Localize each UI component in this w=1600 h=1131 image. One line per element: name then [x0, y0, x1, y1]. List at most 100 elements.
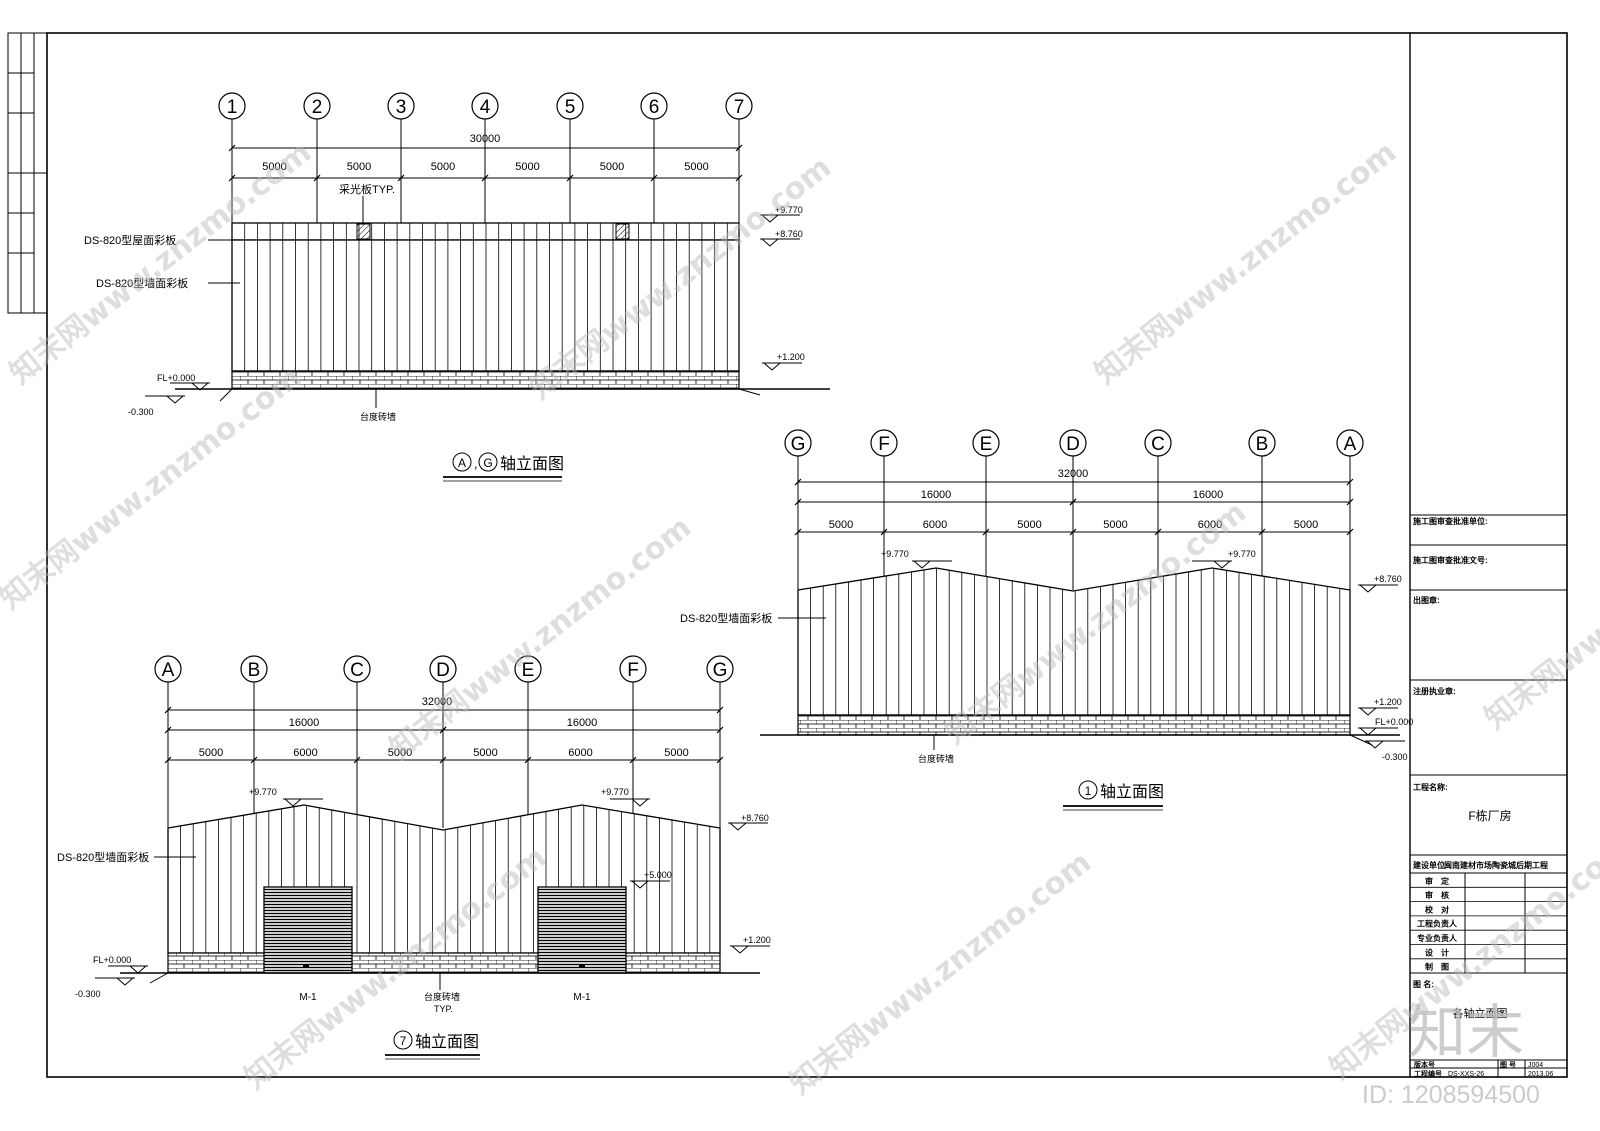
review-role-label: 审 定 — [1425, 876, 1449, 886]
svg-text:,: , — [474, 456, 478, 471]
wall-panel-label: DS-820型墙面彩板 — [96, 276, 188, 290]
project-no: DS-XXS-26 — [1448, 1071, 1484, 1078]
title-marker-g: G — [483, 456, 492, 470]
dimension-span: 5000 — [1017, 519, 1041, 531]
title-marker-a: A — [458, 456, 466, 470]
elev-eave: +8.760 — [741, 813, 769, 823]
level-triangle — [1212, 560, 1232, 569]
rolling-door — [537, 886, 627, 974]
rolling-door — [263, 886, 353, 974]
drawing-name: 各轴立面图 — [1453, 1006, 1508, 1020]
axis-label: 5 — [565, 97, 576, 118]
watermark-id: ID: 1208594500 — [1362, 1081, 1540, 1109]
door-label-2: M-1 — [573, 992, 591, 1003]
skylight-panel — [356, 223, 371, 240]
axis-label: 2 — [312, 97, 323, 118]
elev-ridge-1: +9.770 — [881, 549, 909, 559]
elev-plinth: +1.200 — [777, 352, 805, 362]
level-triangle — [728, 822, 748, 831]
watermark-text: 知末网www.znzmo.com — [383, 510, 698, 767]
dimension-span: 5000 — [388, 747, 412, 759]
level-triangle — [760, 238, 780, 247]
plinth-label: 台度砖墙 — [918, 753, 954, 764]
level-triangle — [115, 977, 135, 986]
axis-label: F — [878, 434, 890, 455]
dimension-half-2: 16000 — [567, 717, 598, 729]
dimension-half-1: 16000 — [289, 717, 320, 729]
elev-ridge-1: +9.770 — [249, 787, 277, 797]
title-block: 施工图审查批准单位: 施工图审查批准文号: 出图章: 注册执业章: 工程名称: … — [1409, 33, 1567, 1078]
axis-label: G — [791, 434, 806, 455]
level-triangle — [283, 798, 303, 807]
title-text: 轴立面图 — [415, 1033, 479, 1051]
plinth-label: 台度砖墙 — [360, 411, 396, 422]
project-no-label: 工程编号 — [1414, 1069, 1442, 1078]
dimension-half-1: 16000 — [921, 489, 952, 501]
version-label: 版本号 — [1414, 1060, 1435, 1069]
elev-plinth: +1.200 — [1374, 697, 1402, 707]
review-role-label: 制 图 — [1425, 962, 1449, 972]
title-marker: 7 — [400, 1034, 407, 1048]
level-triangle — [165, 395, 185, 404]
elev-top: +9.770 — [775, 205, 803, 215]
project-name: F栋厂房 — [1468, 808, 1511, 823]
watermark-text: 知末网www.znzmo.com — [783, 845, 1098, 1102]
review-role-label: 审 核 — [1425, 890, 1449, 900]
reg-stamp-label: 注册执业章: — [1413, 686, 1456, 696]
level-triangle — [912, 560, 932, 569]
elev-eave: +8.760 — [1374, 574, 1402, 584]
level-markers — [95, 798, 770, 986]
level-triangle — [1358, 584, 1378, 593]
watermark-text: 知末网www.znzmo.com — [1088, 135, 1403, 392]
brick-plinth — [167, 952, 721, 974]
level-triangle — [630, 798, 650, 807]
dimension-span: 5000 — [684, 161, 708, 173]
axis-label: E — [980, 434, 993, 455]
elev-eave: +8.760 — [775, 229, 803, 239]
dimension-span: 5000 — [1294, 519, 1318, 531]
title-text: 轴立面图 — [500, 455, 564, 473]
wall-panel-ribs — [244, 240, 728, 371]
axis-label: A — [1344, 434, 1357, 455]
dimension-span: 5000 — [1103, 519, 1127, 531]
dimension-total: 30000 — [470, 133, 501, 145]
approval-no-label: 施工图审查批准文号: — [1413, 555, 1488, 565]
review-role-label: 专业负责人 — [1417, 933, 1458, 943]
dimension-span: 6000 — [293, 747, 317, 759]
wall-panel-label: DS-820型墙面彩板 — [57, 850, 149, 864]
sheet-date: 2013.06 — [1528, 1071, 1553, 1078]
skylight-panel — [615, 223, 630, 240]
dimension-span: 5000 — [600, 161, 624, 173]
elev-plinth: +1.200 — [743, 935, 771, 945]
axis-label: 3 — [396, 97, 407, 118]
elev-ground: -0.300 — [128, 407, 154, 417]
roof-panel-label: DS-820型屋面彩板 — [84, 233, 176, 247]
plinth-label: 台度砖墙 — [424, 991, 460, 1002]
level-markers — [912, 560, 1405, 749]
client-name: 闽南建材市场陶瓷城后期工程 — [1444, 860, 1548, 870]
dimension-span: 6000 — [1198, 519, 1222, 531]
dimension-span: 6000 — [568, 747, 592, 759]
review-role-label: 校 对 — [1425, 904, 1449, 914]
brick-plinth — [797, 714, 1351, 736]
axis-label: B — [1256, 434, 1269, 455]
dimension-span: 5000 — [473, 747, 497, 759]
axis-label: D — [1066, 434, 1080, 455]
dimension-span: 5000 — [262, 161, 286, 173]
sheet-frame — [7, 32, 1568, 1078]
level-triangle — [128, 965, 148, 974]
level-markers — [145, 214, 802, 404]
skylight-note: 采光板TYP. — [339, 182, 395, 196]
roof-panel-ribs — [244, 223, 728, 240]
elev-floor: FL+0.000 — [1375, 717, 1413, 727]
watermark-text: 知末网www.znzmo.com — [0, 360, 308, 617]
axis-label: 4 — [480, 97, 491, 118]
